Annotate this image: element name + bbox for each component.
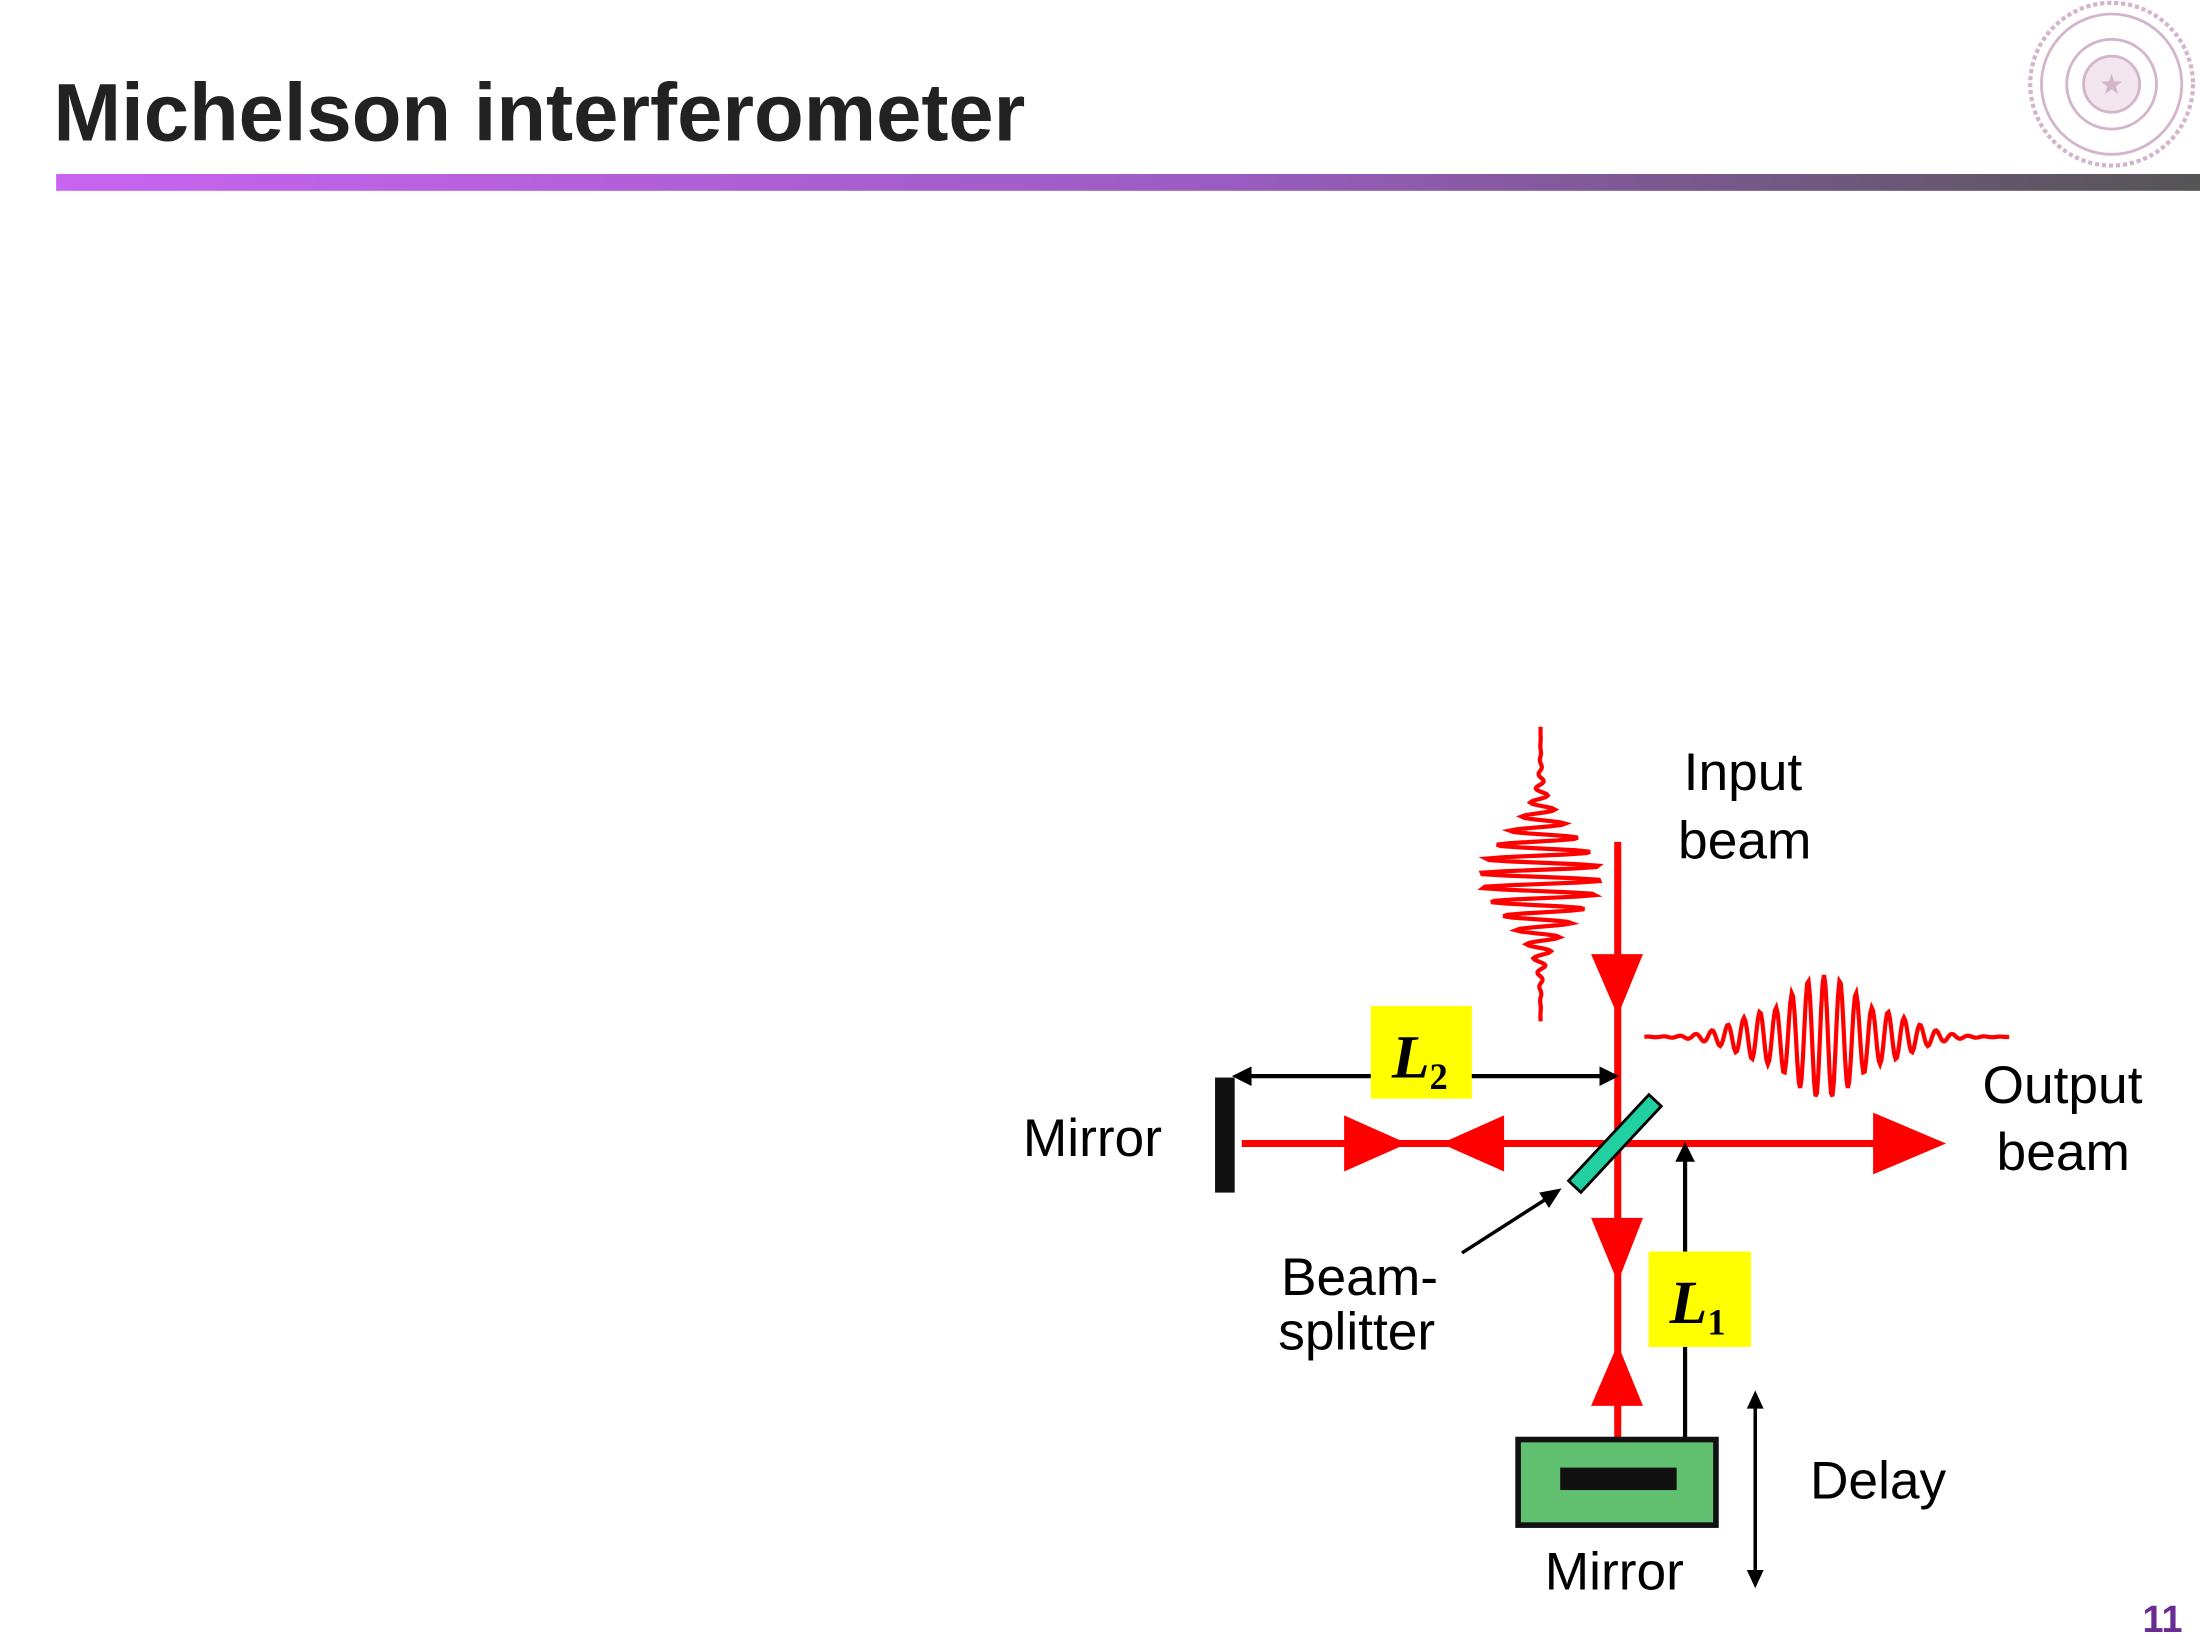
- bottom-mirror: [1560, 1467, 1677, 1491]
- delay-arrow-down-icon: [1746, 1570, 1764, 1589]
- output-beam-label-line2: beam: [1997, 1123, 2130, 1182]
- input-wave-packet: [1477, 726, 1604, 1022]
- bottom-mirror-label: Mirror: [1545, 1543, 1684, 1602]
- page-number: 11: [2142, 1599, 2182, 1641]
- l2-arrow-right-icon: [1599, 1066, 1620, 1086]
- left-mirror-label: Mirror: [1023, 1109, 1162, 1168]
- arrow-left-icon: [1440, 1115, 1505, 1172]
- svg-text:★: ★: [2099, 68, 2124, 101]
- beam-splitter-label-line2: splitter: [1278, 1303, 1435, 1362]
- beam-paths: [1241, 841, 1947, 1471]
- output-arrow-right-icon: [1873, 1112, 1947, 1175]
- slide-title: Michelson interferometer: [53, 67, 1025, 158]
- input-beam-label-line2: beam: [1678, 812, 1811, 871]
- arrow-down-icon: [1591, 1217, 1643, 1283]
- beam-splitter: [1566, 1092, 1664, 1195]
- university-seal-logo: ★: [2028, 0, 2196, 168]
- l1-arrow-up-icon: [1675, 1142, 1695, 1162]
- delay-arrow-up-icon: [1746, 1390, 1764, 1409]
- input-arrow-down-icon: [1591, 954, 1643, 1016]
- l1-label: L1: [1669, 1269, 1726, 1342]
- pointer-arrowhead-icon: [1539, 1188, 1562, 1209]
- delay-label: Delay: [1810, 1451, 1947, 1510]
- arrow-right-icon: [1344, 1115, 1408, 1172]
- l2-label: L2: [1391, 1024, 1448, 1097]
- output-wave-packet: [1644, 974, 2010, 1098]
- title-underline-bar: [56, 173, 2200, 191]
- output-beam-label-line1: Output: [1983, 1056, 2143, 1115]
- l1-label-box: [1648, 1251, 1752, 1347]
- input-beam-label-line1: Input: [1684, 743, 1803, 802]
- l2-arrow-left-icon: [1231, 1066, 1252, 1086]
- arrow-up-icon: [1591, 1344, 1643, 1406]
- beam-splitter-pointer-arrow: [1461, 1193, 1553, 1255]
- left-mirror: [1215, 1077, 1235, 1193]
- l2-label-box: [1370, 1005, 1472, 1099]
- beam-splitter-label-line1: Beam-: [1281, 1248, 1438, 1307]
